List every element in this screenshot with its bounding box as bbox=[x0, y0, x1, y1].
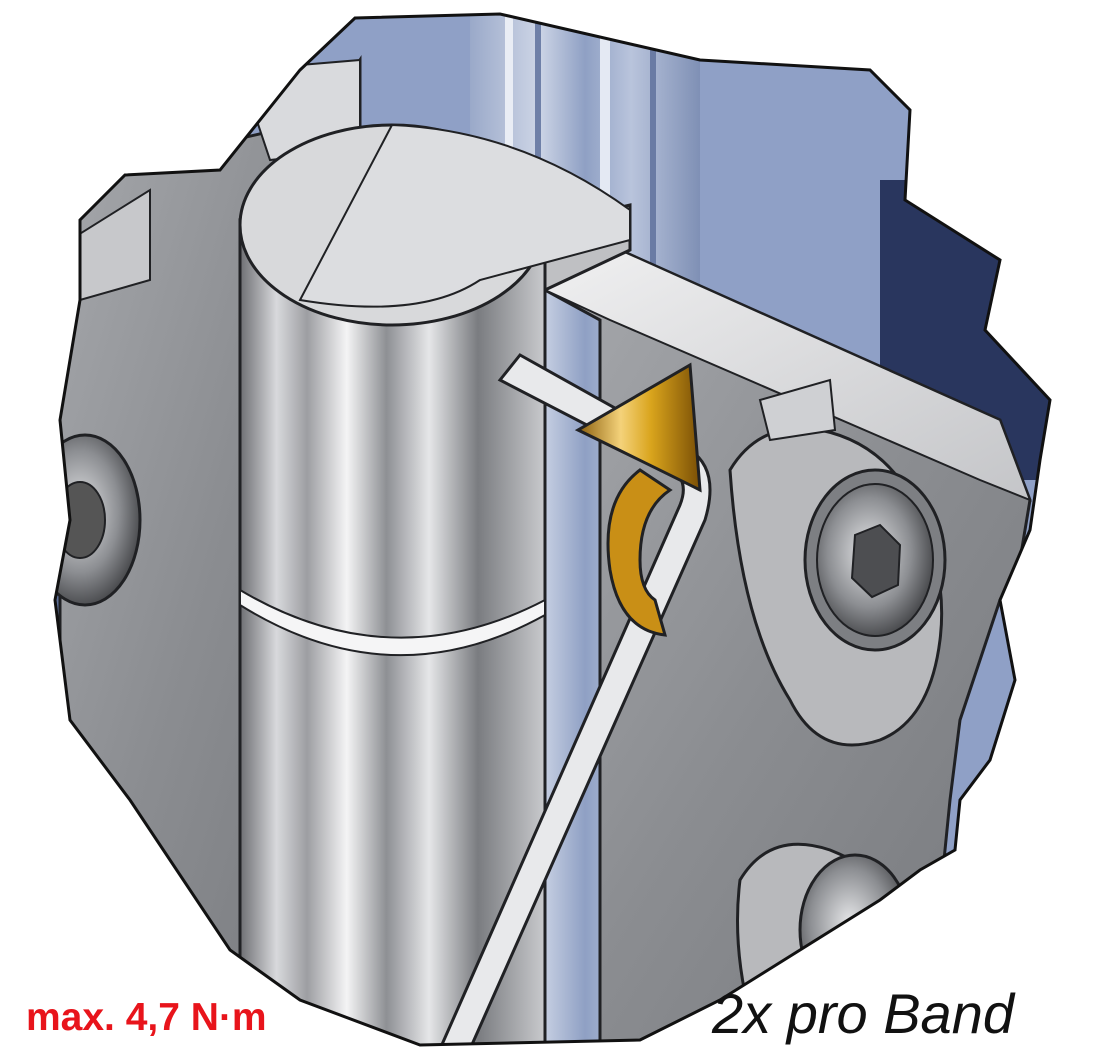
quantity-caption: 2x pro Band bbox=[712, 982, 1014, 1045]
torque-spec-label: max. 4,7 N·m bbox=[26, 996, 267, 1039]
